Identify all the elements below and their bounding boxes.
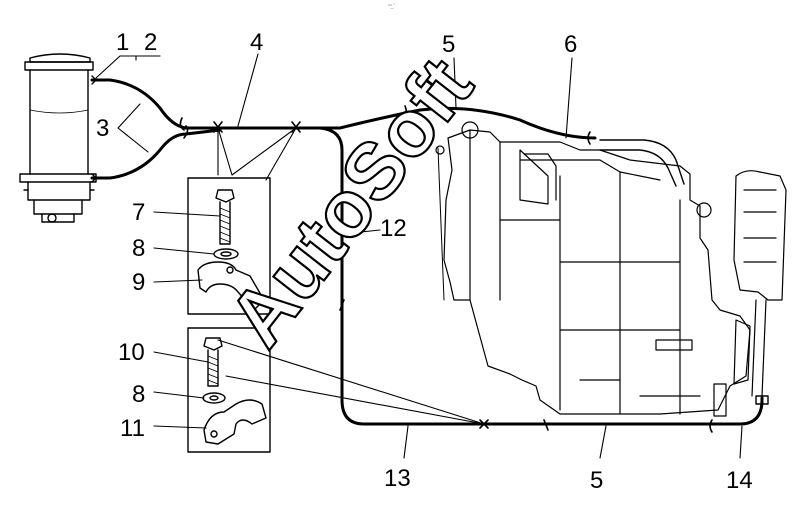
callout-6: 6 <box>564 31 577 58</box>
callout-8-lower: 8 <box>132 381 145 408</box>
clamp-2 <box>91 173 97 183</box>
callout-10: 10 <box>118 339 145 366</box>
leader-8-lower <box>153 391 205 399</box>
callout-7: 7 <box>132 199 145 226</box>
leader-12 <box>341 229 381 235</box>
callout-1: 1 <box>116 29 129 56</box>
leader-6 <box>565 57 573 139</box>
line-12-13-14 <box>218 126 764 426</box>
callout-8-upper: 8 <box>132 235 145 262</box>
leader-1-2 <box>95 55 161 79</box>
washer-8-lower <box>202 392 226 404</box>
clamp-1 <box>91 75 97 85</box>
leader-14 <box>739 425 743 459</box>
leader-8-upper <box>153 247 215 255</box>
leader-4 <box>237 53 259 127</box>
hose-3 <box>90 78 188 180</box>
washer-8-upper <box>213 248 239 260</box>
leader-10 <box>153 351 209 363</box>
callout-13: 13 <box>384 465 411 492</box>
callout-5-lower: 5 <box>590 467 603 494</box>
detail-box-upper <box>187 177 271 315</box>
callout-4: 4 <box>250 29 263 56</box>
callout-9: 9 <box>132 269 145 296</box>
top-mark: °°̲ ˭ <box>388 3 395 10</box>
callout-5-upper: 5 <box>442 31 455 58</box>
leader-13 <box>403 425 409 459</box>
leader-3 <box>117 103 149 153</box>
leader-11 <box>153 425 207 429</box>
line-5-upper <box>184 106 597 140</box>
bolt-7 <box>215 189 235 245</box>
clamp-9 <box>197 261 265 311</box>
leader-7 <box>153 211 221 217</box>
callout-3: 3 <box>96 115 109 142</box>
leader-5-upper <box>453 57 457 109</box>
watermark: AutoSoft <box>211 42 489 363</box>
callout-11: 11 <box>120 415 145 442</box>
callout-14: 14 <box>726 467 753 494</box>
engine-assembly <box>435 121 787 417</box>
callout-2: 2 <box>144 29 157 56</box>
leader-9 <box>153 279 203 283</box>
detail-box-lower <box>187 327 271 453</box>
callout-12: 12 <box>380 215 407 242</box>
bolt-10 <box>203 337 223 387</box>
leader-5-lower <box>599 425 607 459</box>
clamp-11 <box>203 399 267 445</box>
fuel-filter-canister <box>19 53 97 223</box>
